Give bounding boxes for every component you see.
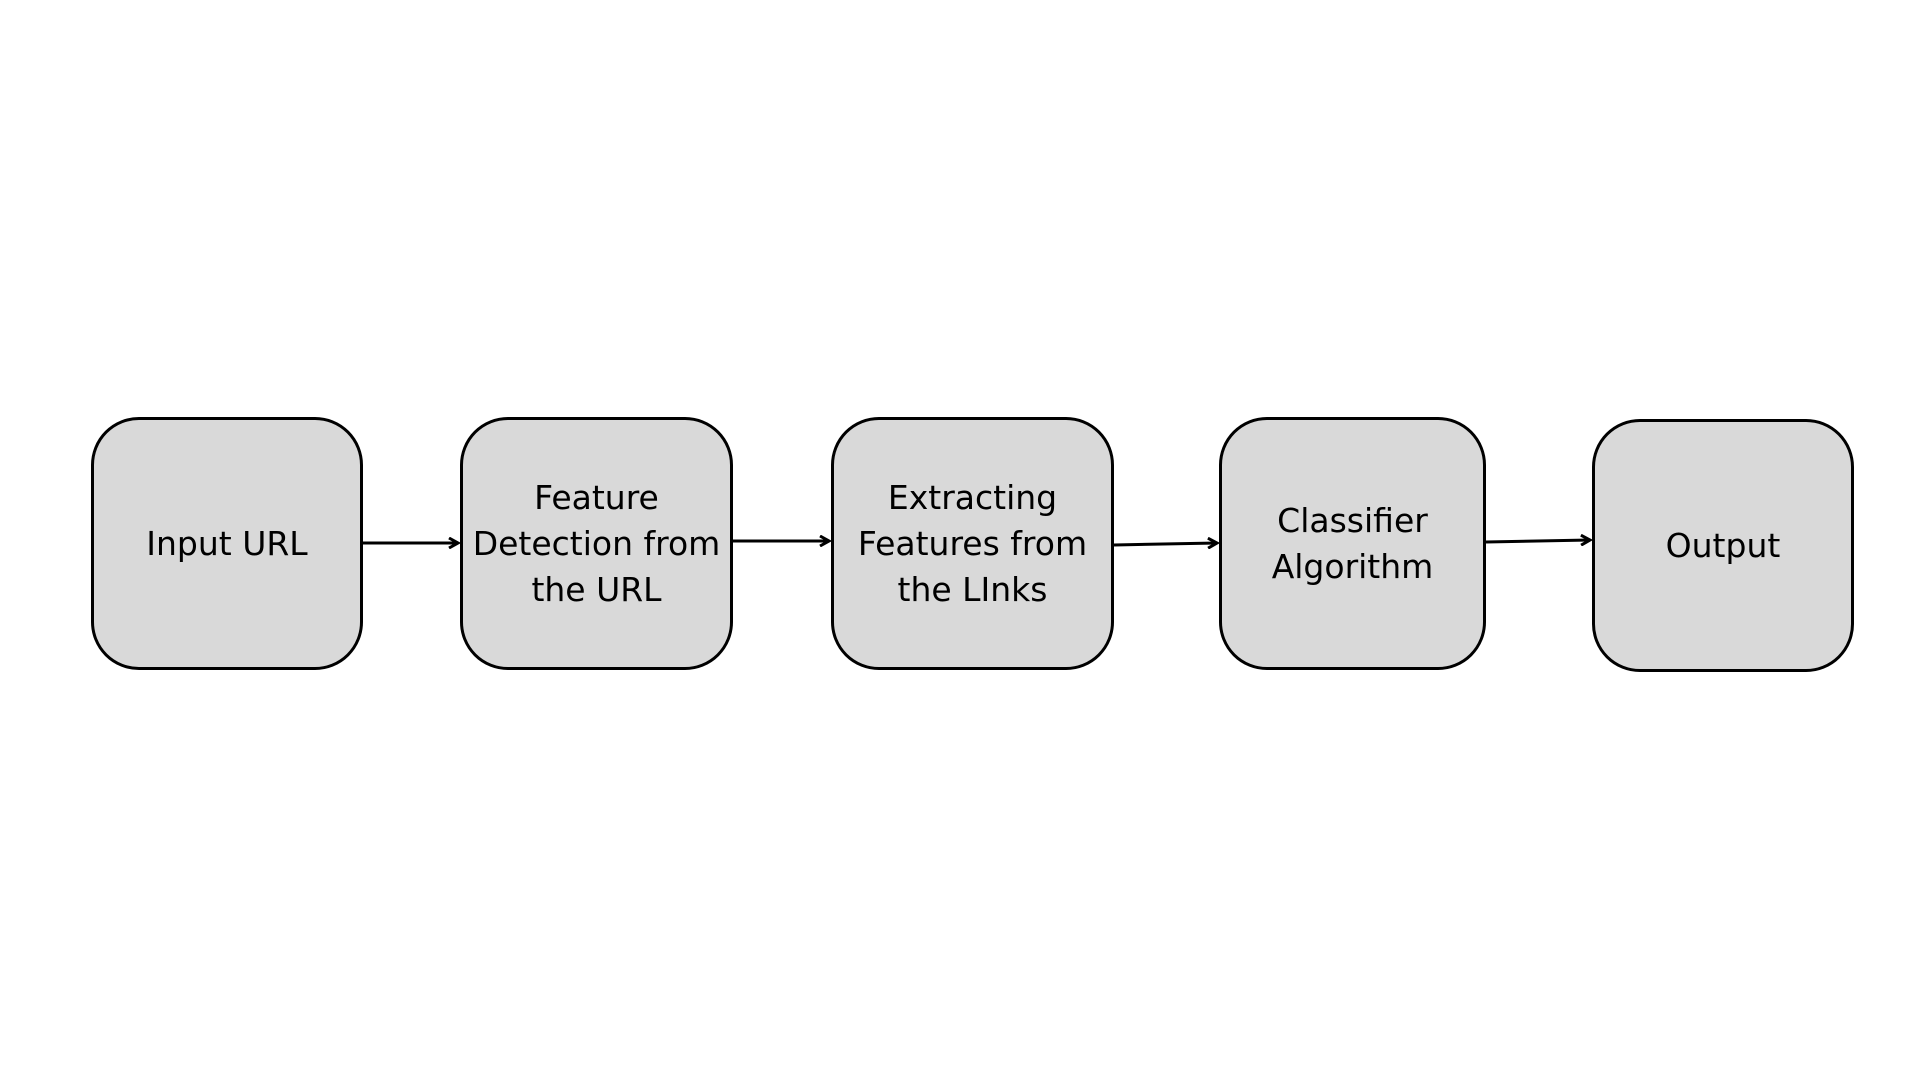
node-input-url-label: Input URL [146,523,308,563]
node-output-label: Output [1665,525,1781,565]
node-extracting-features-label: Extracting Features from the LInks [857,477,1088,609]
node-feature-detection: Feature Detection from the URL [460,417,733,670]
node-extracting-features: Extracting Features from the LInks [831,417,1114,670]
arrow-classifier-algorithm-to-output [1485,540,1590,542]
node-output: Output [1592,419,1854,672]
node-classifier-algorithm: Classifier Algorithm [1219,417,1486,670]
node-classifier-algorithm-label: Classifier Algorithm [1271,500,1434,586]
arrow-extracting-features-to-classifier-algorithm [1113,543,1217,545]
node-input-url: Input URL [91,417,363,670]
node-feature-detection-label: Feature Detection from the URL [472,477,721,609]
